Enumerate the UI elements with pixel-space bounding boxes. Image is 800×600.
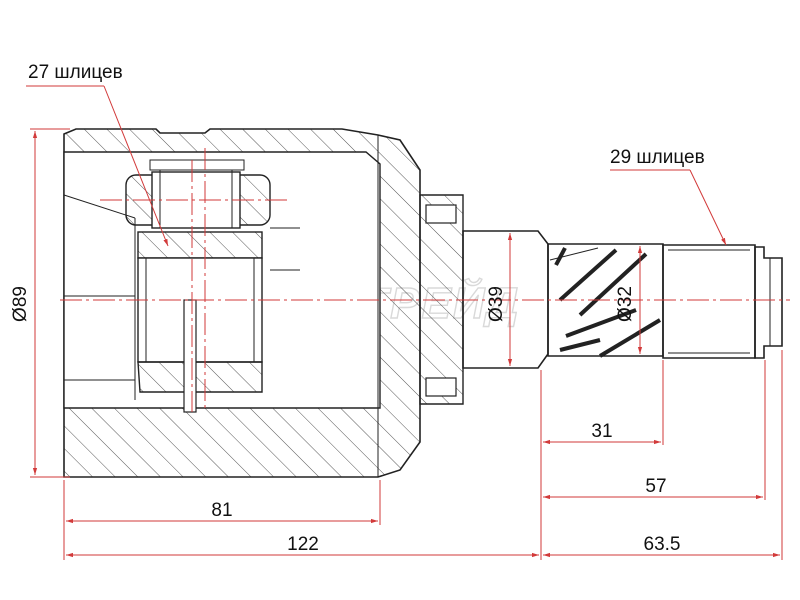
extension-lines bbox=[30, 128, 783, 560]
tripod bbox=[125, 159, 300, 413]
dim-body-diameter: Ø89 bbox=[10, 286, 31, 322]
dim-31: 31 bbox=[591, 421, 612, 442]
dim-122: 122 bbox=[287, 534, 319, 555]
dim-57: 57 bbox=[645, 476, 666, 497]
right-splines-label: 29 шлицев bbox=[610, 147, 705, 168]
dim-shaft-diameter: Ø32 bbox=[615, 286, 636, 322]
dim-63-5: 63.5 bbox=[644, 534, 681, 555]
dimension-lines bbox=[32, 131, 780, 558]
dim-81: 81 bbox=[211, 500, 232, 521]
leader-lines bbox=[26, 85, 727, 247]
dim-neck-diameter: Ø39 bbox=[486, 286, 507, 322]
shaft bbox=[547, 243, 783, 359]
left-splines-label: 27 шлицев bbox=[28, 62, 123, 83]
